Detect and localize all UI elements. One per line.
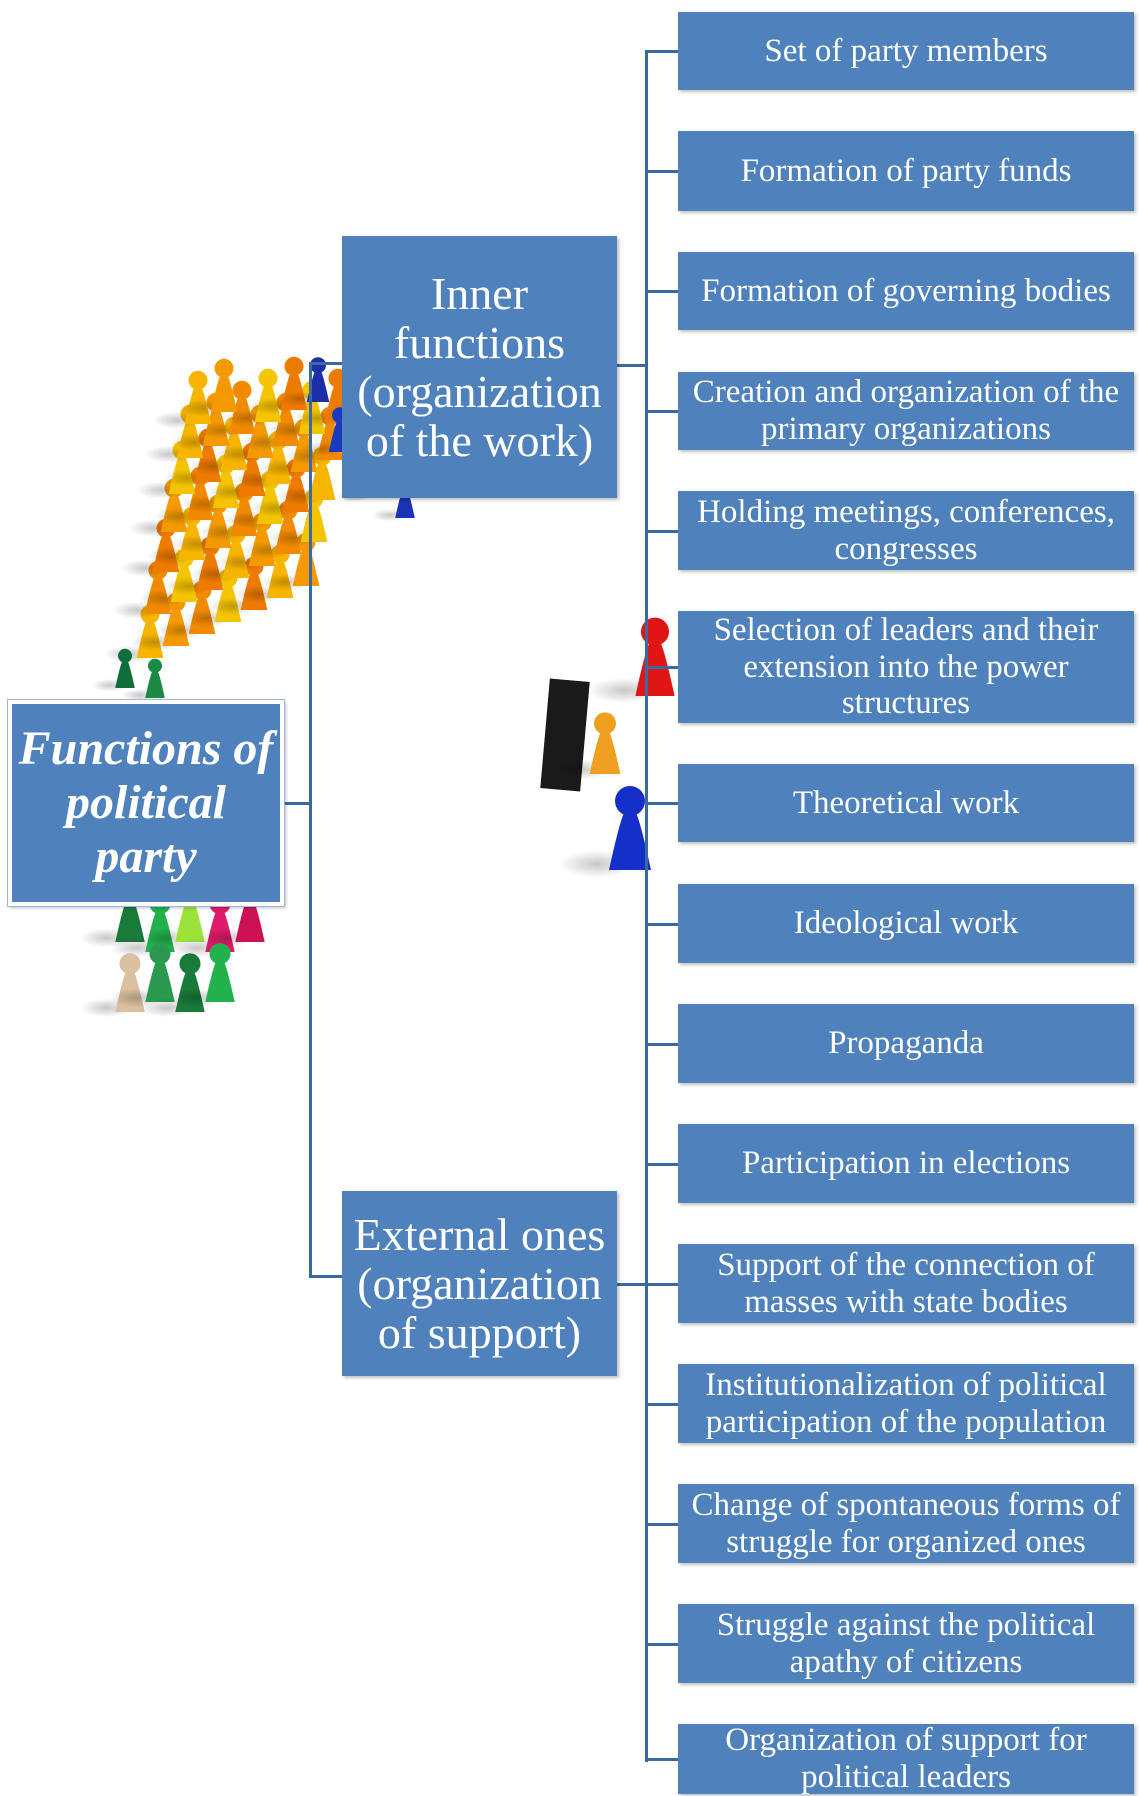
function-box: Struggle against the political apathy of… xyxy=(678,1604,1134,1683)
function-connector xyxy=(645,1402,678,1406)
function-label: Formation of party funds xyxy=(740,152,1072,189)
function-box: Ideological work xyxy=(678,884,1134,963)
inner-connector xyxy=(617,364,647,367)
function-label: Set of party members xyxy=(764,32,1048,69)
function-label: Formation of governing bodies xyxy=(701,272,1111,309)
function-box: Change of spontaneous forms of struggle … xyxy=(678,1484,1134,1563)
root-node: Functions of political party xyxy=(7,699,285,907)
pawn-figure xyxy=(552,712,621,780)
function-label: Propaganda xyxy=(828,1025,984,1062)
external-connector xyxy=(617,1283,647,1286)
function-connector xyxy=(645,170,678,173)
function-connector xyxy=(645,410,678,413)
trunk-to-external xyxy=(309,1275,342,1278)
function-box: Holding meetings, conferences, congresse… xyxy=(678,491,1134,570)
pawn-figure xyxy=(248,356,308,415)
function-label: Theoretical work xyxy=(792,784,1020,821)
pawn-figure xyxy=(178,358,238,417)
function-box: Selection of leaders and their extension… xyxy=(678,611,1134,723)
function-connector xyxy=(645,1162,678,1166)
function-label: Support of the connection of masses with… xyxy=(717,1246,1095,1320)
function-label: Ideological work xyxy=(793,905,1019,942)
function-connector xyxy=(645,1522,678,1526)
function-connector xyxy=(645,50,678,53)
function-label: Organization of support for political le… xyxy=(725,1722,1087,1795)
external-functions-node: External ones (organization of support) xyxy=(342,1191,617,1376)
function-box: Support of the connection of masses with… xyxy=(678,1244,1134,1323)
function-connector xyxy=(645,666,678,669)
function-box: Formation of party funds xyxy=(678,131,1134,211)
function-label: Participation in elections xyxy=(741,1145,1071,1182)
function-box: Theoretical work xyxy=(678,764,1134,842)
pawn-figure xyxy=(91,648,135,692)
function-connector xyxy=(645,802,678,805)
function-box: Propaganda xyxy=(678,1004,1134,1083)
function-box: Formation of governing bodies xyxy=(678,252,1134,330)
function-connector xyxy=(645,290,678,293)
function-label: Selection of leaders and their extension… xyxy=(713,611,1099,722)
function-connector xyxy=(645,1282,678,1286)
function-box: Set of party members xyxy=(678,12,1134,90)
function-label: Creation and organization of the primary… xyxy=(692,374,1120,447)
root-label: Functions of political party xyxy=(18,722,274,883)
function-connector xyxy=(645,1758,678,1761)
function-box: Organization of support for political le… xyxy=(678,1722,1134,1795)
root-connector xyxy=(280,802,312,805)
function-box: Institutionalization of political partic… xyxy=(678,1364,1134,1443)
pawn-figure xyxy=(169,943,235,1008)
inner-functions-node: Inner functions (organization of the wor… xyxy=(342,236,617,498)
pawn-figure xyxy=(558,786,651,878)
trunk-to-inner xyxy=(309,362,342,365)
pawn-figure xyxy=(121,658,165,702)
function-label: Holding meetings, conferences, congresse… xyxy=(697,493,1115,567)
function-connector xyxy=(645,922,678,926)
function-label: Institutionalization of political partic… xyxy=(705,1366,1107,1440)
pawn-figure xyxy=(79,953,145,1018)
function-connector xyxy=(645,529,678,533)
pawn-figure xyxy=(587,617,675,704)
functions-spine xyxy=(645,50,648,1762)
external-functions-label: External ones (organization of support) xyxy=(353,1208,606,1359)
function-box: Creation and organization of the primary… xyxy=(678,372,1134,450)
function-label: Struggle against the political apathy of… xyxy=(716,1606,1096,1680)
inner-functions-label: Inner functions (organization of the wor… xyxy=(357,267,602,467)
pawn-figure xyxy=(279,357,330,406)
root-trunk xyxy=(309,362,312,1278)
function-connector xyxy=(645,1642,678,1646)
function-box: Participation in elections xyxy=(678,1124,1134,1203)
function-connector xyxy=(645,1042,678,1046)
function-label: Change of spontaneous forms of struggle … xyxy=(691,1486,1121,1560)
